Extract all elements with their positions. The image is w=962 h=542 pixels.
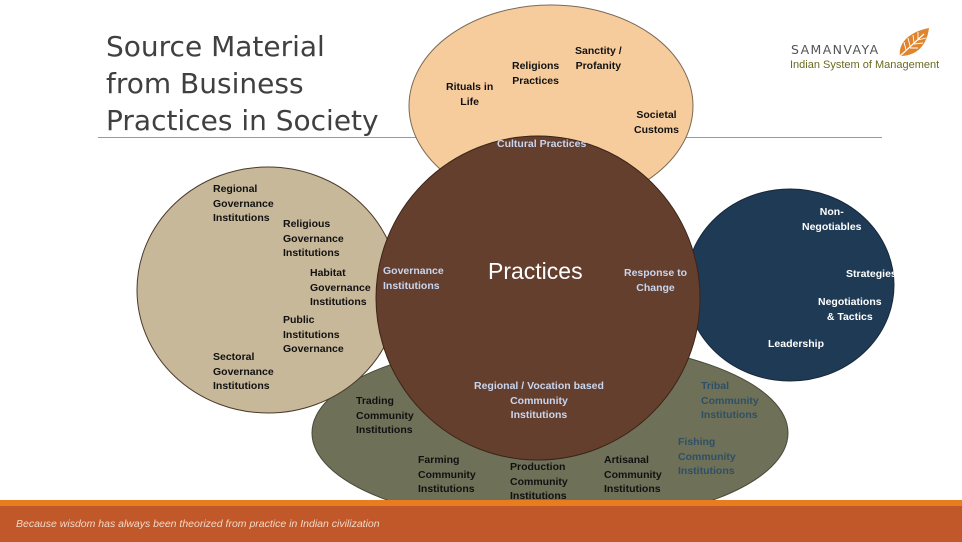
page-title: Source Material from Business Practices … (106, 28, 406, 139)
public-institutions-label: Public Institutions Governance (283, 314, 344, 355)
footer-bar: Because wisdom has always been theorized… (0, 506, 962, 542)
brand-logo: SAMANVAYA Indian System of Management (788, 26, 953, 76)
title-line-1: Source Material (106, 30, 325, 63)
title-line-2: from Business (106, 67, 304, 100)
community-institutions-label: Regional / Vocation based Community Inst… (474, 380, 604, 421)
trading-label: Trading Community Institutions (356, 395, 414, 436)
habitat-governance-label: Habitat Governance Institutions (310, 267, 371, 308)
title-line-3: Practices in Society (106, 104, 379, 137)
leaf-icon (899, 28, 929, 57)
brand-name: SAMANVAYA (791, 42, 880, 57)
governance-institutions-label: Governance Institutions (383, 265, 444, 292)
practices-title: Practices (488, 258, 583, 284)
sectoral-governance-label: Sectoral Governance Institutions (213, 351, 274, 392)
footer-accent-bar (0, 500, 962, 506)
tribal-label: Tribal Community Institutions (701, 380, 759, 421)
sanctity-label: Sanctity / Profanity (575, 45, 622, 72)
practices-circle (375, 135, 701, 461)
religious-practices-label: Religions Practices (512, 60, 560, 87)
farming-label: Farming Community Institutions (418, 454, 476, 495)
non-negotiables-label: Non- Negotiables (802, 206, 862, 233)
brand-tagline: Indian System of Management (790, 59, 940, 71)
negotiations-label: Negotiations & Tactics (818, 296, 882, 323)
response-to-change-label: Response to Change (624, 267, 688, 294)
footer-text: Because wisdom has always been theorized… (16, 518, 380, 530)
societal-customs-label: Societal Customs (634, 109, 679, 136)
strategies-label: Strategies (846, 268, 897, 280)
rituals-label: Rituals in Life (446, 81, 494, 108)
production-label: Production Community Institutions (510, 461, 568, 502)
artisanal-label: Artisanal Community Institutions (604, 454, 662, 495)
change-circle (685, 188, 895, 382)
religious-governance-label: Religious Governance Institutions (283, 218, 344, 259)
fishing-label: Fishing Community Institutions (678, 436, 736, 477)
regional-governance-label: Regional Governance Institutions (213, 183, 274, 224)
cultural-practices-label: Cultural Practices (497, 138, 587, 150)
leadership-label: Leadership (768, 338, 825, 350)
